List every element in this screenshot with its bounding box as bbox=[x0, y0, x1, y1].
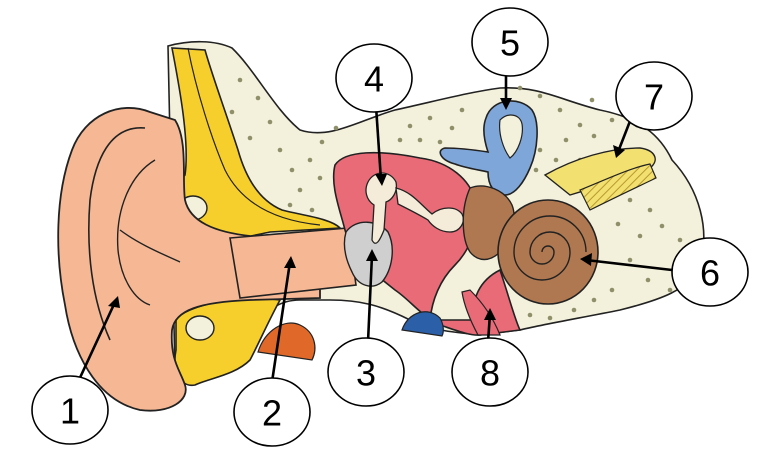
bone-dot bbox=[427, 115, 433, 121]
callout-label-8: 8 bbox=[480, 353, 500, 394]
callout-label-2: 2 bbox=[262, 393, 282, 434]
pinna-fold-tragus bbox=[119, 229, 181, 263]
bone-dot bbox=[307, 157, 313, 163]
bone-dot bbox=[627, 197, 633, 203]
callout-label-4: 4 bbox=[364, 59, 384, 100]
leader-lines bbox=[76, 72, 673, 383]
bone-dot bbox=[527, 312, 533, 318]
upper-cartilage-inner bbox=[187, 47, 321, 226]
ossicles bbox=[365, 172, 464, 244]
pinna-fold-outer bbox=[88, 127, 146, 341]
bone-dot bbox=[659, 223, 665, 229]
bone-dot bbox=[333, 125, 339, 131]
upper-cartilage bbox=[169, 47, 342, 243]
leader-arrow-2 bbox=[284, 256, 296, 268]
leader-arrow-8 bbox=[484, 308, 496, 320]
bone-dot bbox=[255, 95, 261, 101]
bone-dot bbox=[459, 107, 465, 113]
bone-dot bbox=[437, 139, 443, 145]
leader-arrow-4 bbox=[375, 174, 387, 186]
leader-arrow-5 bbox=[500, 98, 512, 110]
bone-dot bbox=[591, 133, 597, 139]
bone-dot bbox=[537, 93, 543, 99]
callout-6: 6 bbox=[671, 237, 749, 307]
cochlea bbox=[497, 199, 599, 305]
leader-arrow-7 bbox=[613, 145, 625, 158]
bone-dot bbox=[287, 202, 293, 208]
callout-7: 7 bbox=[615, 61, 693, 131]
bone-dot bbox=[449, 125, 455, 131]
bone-dot bbox=[537, 147, 543, 153]
callout-1: 1 bbox=[31, 375, 109, 445]
callout-8: 8 bbox=[451, 337, 529, 407]
bone-dot bbox=[589, 97, 595, 103]
bone-dot bbox=[517, 85, 523, 91]
bone-dot bbox=[317, 175, 323, 181]
leader-line-3 bbox=[366, 254, 374, 343]
bone-dot bbox=[667, 287, 673, 293]
callout-label-7: 7 bbox=[644, 77, 664, 118]
bone-dot bbox=[319, 139, 325, 145]
bone-dot bbox=[237, 77, 243, 83]
callout-3: 3 bbox=[327, 337, 405, 407]
callout-2: 2 bbox=[233, 377, 311, 447]
callout-label-5: 5 bbox=[500, 23, 520, 64]
leader-arrow-3 bbox=[366, 249, 378, 261]
leader-line-4 bbox=[374, 105, 383, 181]
bone-dot bbox=[297, 187, 303, 193]
bone-dot bbox=[247, 135, 253, 141]
bone-texture-dots bbox=[229, 77, 683, 321]
gland bbox=[257, 322, 316, 361]
pinna-fold-inner bbox=[116, 159, 156, 306]
semicircular-canal-loop bbox=[499, 114, 523, 159]
bone-dot bbox=[563, 137, 569, 143]
bone-dot bbox=[547, 315, 553, 321]
bone-dot bbox=[577, 122, 583, 128]
callout-label-6: 6 bbox=[700, 253, 720, 294]
leader-line-1 bbox=[76, 299, 118, 383]
bone-dot bbox=[677, 237, 683, 243]
bone-dot bbox=[229, 109, 235, 115]
bone-dot bbox=[571, 307, 577, 313]
callout-label-3: 3 bbox=[356, 353, 376, 394]
bone-dot bbox=[557, 107, 563, 113]
auditory-nerve-striped bbox=[579, 163, 657, 211]
bone-dot bbox=[309, 207, 315, 213]
outer-ear-pinna bbox=[57, 107, 321, 412]
bone-dot bbox=[277, 147, 283, 153]
bone-dot bbox=[289, 167, 295, 173]
bone-dot bbox=[645, 277, 651, 283]
callout-label-1: 1 bbox=[60, 391, 80, 432]
callout-5: 5 bbox=[471, 7, 549, 77]
bone-dot bbox=[637, 233, 643, 239]
bone-dot bbox=[397, 137, 403, 143]
bone-dot bbox=[407, 123, 413, 129]
bone-dot bbox=[533, 167, 539, 173]
leader-line-6 bbox=[585, 258, 673, 272]
bone-dot bbox=[627, 257, 633, 263]
bone-dot bbox=[591, 297, 597, 303]
bone-dot bbox=[553, 157, 559, 163]
lower-cartilage-hole bbox=[185, 315, 215, 341]
blood-vessel bbox=[401, 311, 444, 337]
bone-dot bbox=[609, 117, 615, 123]
bone-dot bbox=[615, 221, 621, 227]
bone-dot bbox=[647, 207, 653, 213]
leader-line-2 bbox=[270, 261, 292, 383]
bone-dot bbox=[609, 287, 615, 293]
leader-arrow-1 bbox=[108, 296, 120, 308]
callout-4: 4 bbox=[335, 43, 413, 113]
bone-dot bbox=[417, 137, 423, 143]
bone-dot bbox=[267, 119, 273, 125]
leader-arrow-6 bbox=[580, 253, 592, 266]
